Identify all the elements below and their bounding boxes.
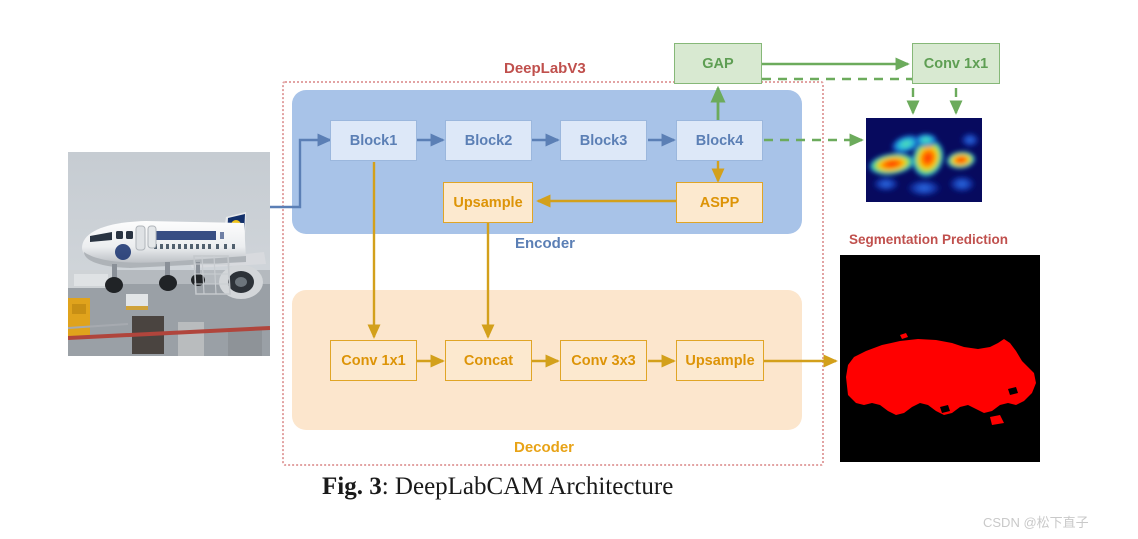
segmentation-prediction-label: Segmentation Prediction: [849, 232, 1009, 247]
encoder-upsample-node[interactable]: Upsample: [443, 182, 533, 223]
deeplabv3-label: DeepLabV3: [504, 60, 586, 77]
encoder-block-4[interactable]: Block4: [676, 120, 763, 161]
encoder-block-2[interactable]: Block2: [445, 120, 532, 161]
segmentation-mask-image: [840, 255, 1040, 462]
encoder-block-4-label: Block4: [695, 132, 744, 149]
decoder-conv1x1-node[interactable]: Conv 1x1: [330, 340, 417, 381]
heatmap-graphic: [866, 118, 982, 202]
aspp-label: ASPP: [699, 194, 740, 211]
segmentation-mask-graphic: [840, 255, 1040, 462]
decoder-upsample-node[interactable]: Upsample: [676, 340, 764, 381]
gap-node[interactable]: GAP: [674, 43, 762, 84]
class-activation-heatmap: [866, 118, 982, 202]
input-airplane-photo: [68, 152, 270, 356]
cam-conv1x1-node[interactable]: Conv 1x1: [912, 43, 1000, 84]
encoder-upsample-label: Upsample: [453, 194, 523, 211]
decoder-label: Decoder: [514, 439, 575, 456]
encoder-block-3-label: Block3: [579, 132, 628, 149]
decoder-conv3x3-label: Conv 3x3: [571, 352, 636, 369]
gap-label: GAP: [702, 55, 734, 72]
encoder-block-1-label: Block1: [349, 132, 398, 149]
airplane-photo-graphic: [68, 152, 270, 356]
cam-conv1x1-label: Conv 1x1: [923, 55, 989, 72]
decoder-conv3x3-node[interactable]: Conv 3x3: [560, 340, 647, 381]
encoder-label: Encoder: [515, 235, 576, 252]
encoder-block-2-label: Block2: [464, 132, 513, 149]
encoder-block-1[interactable]: Block1: [330, 120, 417, 161]
decoder-upsample-label: Upsample: [685, 352, 755, 369]
figure-caption-prefix: Fig. 3: [322, 473, 382, 500]
aspp-node[interactable]: ASPP: [676, 182, 763, 223]
figure-caption-text: : DeepLabCAM Architecture: [381, 473, 674, 500]
encoder-block-3[interactable]: Block3: [560, 120, 647, 161]
decoder-concat-node[interactable]: Concat: [445, 340, 532, 381]
deeplabv3-boundary: [282, 81, 824, 466]
decoder-concat-label: Concat: [463, 352, 514, 369]
figure-caption: Fig. 3: DeepLabCAM Architecture: [322, 473, 673, 501]
decoder-conv1x1-label: Conv 1x1: [341, 352, 406, 369]
csdn-watermark: CSDN @松下直子: [983, 515, 1089, 530]
